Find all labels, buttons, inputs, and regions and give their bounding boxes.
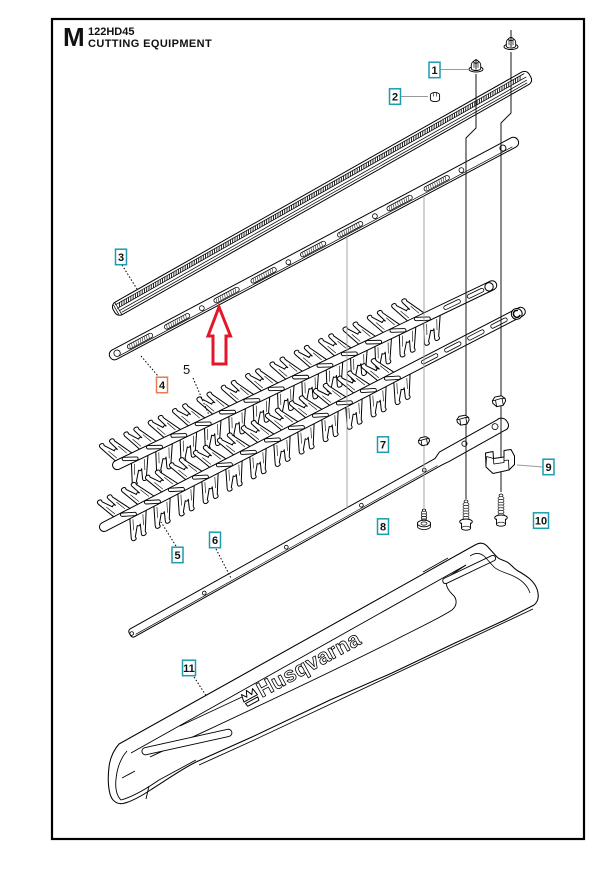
svg-text:2: 2 (392, 92, 398, 104)
svg-text:122HD45: 122HD45 (88, 26, 134, 38)
svg-text:5: 5 (174, 550, 180, 562)
svg-text:5: 5 (183, 362, 190, 377)
svg-text:11: 11 (183, 663, 195, 675)
svg-text:1: 1 (431, 65, 437, 77)
svg-text:M: M (63, 22, 85, 52)
svg-text:3: 3 (118, 252, 124, 264)
svg-text:4: 4 (159, 380, 166, 392)
svg-text:6: 6 (212, 535, 218, 547)
svg-text:9: 9 (545, 462, 551, 474)
svg-text:8: 8 (380, 522, 386, 534)
svg-text:7: 7 (380, 440, 386, 452)
svg-text:10: 10 (535, 516, 547, 528)
svg-text:CUTTING EQUIPMENT: CUTTING EQUIPMENT (88, 38, 212, 50)
